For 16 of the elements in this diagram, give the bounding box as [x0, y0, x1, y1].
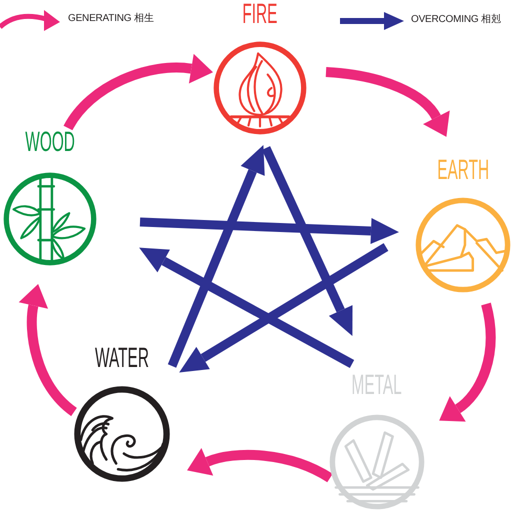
arrow: [140, 218, 399, 244]
arrow: [139, 248, 354, 368]
curved-arrow: [326, 67, 450, 136]
legend-label: GENERATING 相生: [68, 13, 154, 25]
legend-label: OVERCOMING 相剋: [411, 14, 501, 26]
element-label: WOOD: [25, 128, 75, 156]
curved-arrow: [440, 302, 496, 422]
curved-arrow: [18, 284, 78, 416]
curved-arrow: [186, 448, 333, 482]
curved-arrow: [64, 54, 214, 131]
element-label: FIRE: [242, 0, 278, 28]
element-label: WATER: [95, 344, 149, 372]
arrow: [168, 145, 265, 368]
element-label: EARTH: [437, 156, 489, 184]
arrow: [179, 243, 388, 373]
arrow: [262, 146, 352, 336]
